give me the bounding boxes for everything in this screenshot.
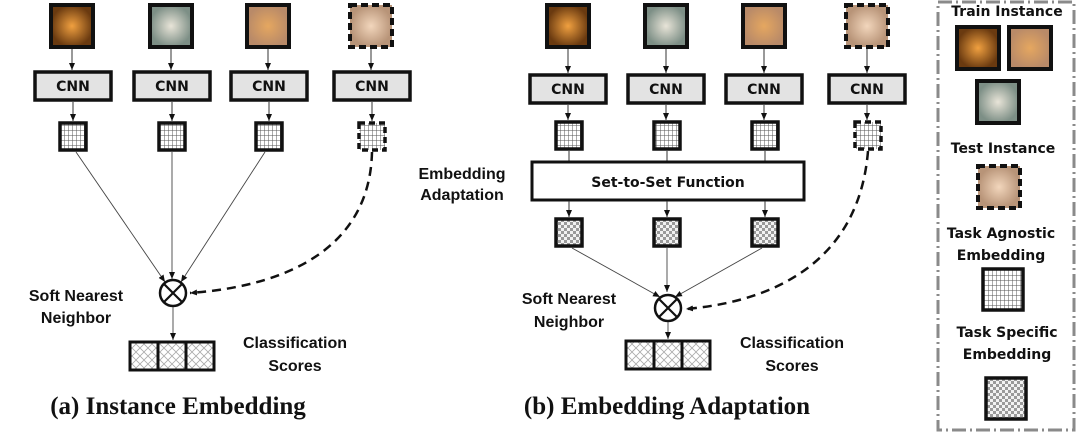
classification-scores [624,339,712,371]
cnn-label: CNN [355,79,389,95]
panel-a-instance-embedding: CNN CNN CNN CNN Soft Nearest Neighbor [29,3,412,420]
legend-train-image-cat [1007,25,1053,71]
train-image-tiger [49,3,95,49]
legend-train-image-dog [975,79,1021,125]
classification-scores [128,340,216,372]
cnn-box: CNN [528,73,608,105]
set-function-label: Set-to-Set Function [591,175,745,191]
soft-nearest-neighbor-operator [653,293,683,323]
caption-a: (a) Instance Embedding [50,393,306,420]
scores-label-line1: Classification [243,335,347,352]
snn-label-line1: Soft Nearest [29,288,124,305]
task-specific-embedding [554,217,584,248]
panel-b-embedding-adaptation: CNN CNN CNN CNN Set-to-Set Function Embe… [418,3,907,420]
cnn-label: CNN [551,82,585,98]
cnn-label: CNN [747,82,781,98]
cnn-label: CNN [649,82,683,98]
legend-agnostic-line1: Task Agnostic [947,226,1055,242]
legend-task-specific-embedding [984,376,1028,421]
cnn-box: CNN [827,73,907,105]
cnn-box: CNN [132,70,212,102]
adaptation-label-line1: Embedding [418,166,505,183]
task-specific-embedding [652,217,682,248]
task-agnostic-embedding [652,120,682,151]
task-agnostic-embedding [157,121,187,152]
train-image-dog [148,3,194,49]
task-agnostic-embedding [254,121,284,152]
legend-train-image-tiger [955,25,1001,71]
task-agnostic-embedding [58,121,88,152]
cnn-label: CNN [155,79,189,95]
task-agnostic-embedding [554,120,584,151]
train-image-tiger [545,3,591,49]
task-specific-embedding [750,217,780,248]
cnn-box: CNN [332,70,412,102]
test-image-kitten [844,3,890,49]
test-path-dashed [189,151,374,296]
legend-specific-line2: Embedding [963,347,1052,363]
scores-label-line2: Scores [765,358,818,375]
snn-label-line2: Neighbor [534,314,604,331]
cnn-label: CNN [850,82,884,98]
task-agnostic-embedding [750,120,780,151]
scores-label-line2: Scores [268,358,321,375]
caption-b: (b) Embedding Adaptation [524,393,810,420]
legend: Train Instance Test Instance Task Agnost… [936,0,1076,432]
scores-label-line1: Classification [740,335,844,352]
legend-specific-line1: Task Specific [956,325,1057,341]
test-image-kitten [348,3,394,49]
test-embedding [853,120,883,151]
cnn-box: CNN [229,70,309,102]
legend-agnostic-line2: Embedding [957,248,1046,264]
cnn-box: CNN [626,73,706,105]
legend-test-title: Test Instance [951,141,1056,157]
train-image-dog [643,3,689,49]
test-path-dashed [685,150,870,312]
train-image-cat [741,3,787,49]
snn-label-line2: Neighbor [41,310,111,327]
legend-train-title: Train Instance [951,4,1062,20]
cnn-box: CNN [724,73,804,105]
adaptation-label-line2: Adaptation [420,187,504,204]
cnn-label: CNN [252,79,286,95]
test-embedding [357,121,387,152]
train-image-cat [245,3,291,49]
soft-nearest-neighbor-operator [158,278,188,308]
legend-task-agnostic-embedding [981,267,1025,312]
snn-label-line1: Soft Nearest [522,291,617,308]
cnn-box: CNN [33,70,113,102]
cnn-label: CNN [56,79,90,95]
set-to-set-function-box: Set-to-Set Function [530,160,806,202]
legend-test-image-kitten [976,164,1022,210]
